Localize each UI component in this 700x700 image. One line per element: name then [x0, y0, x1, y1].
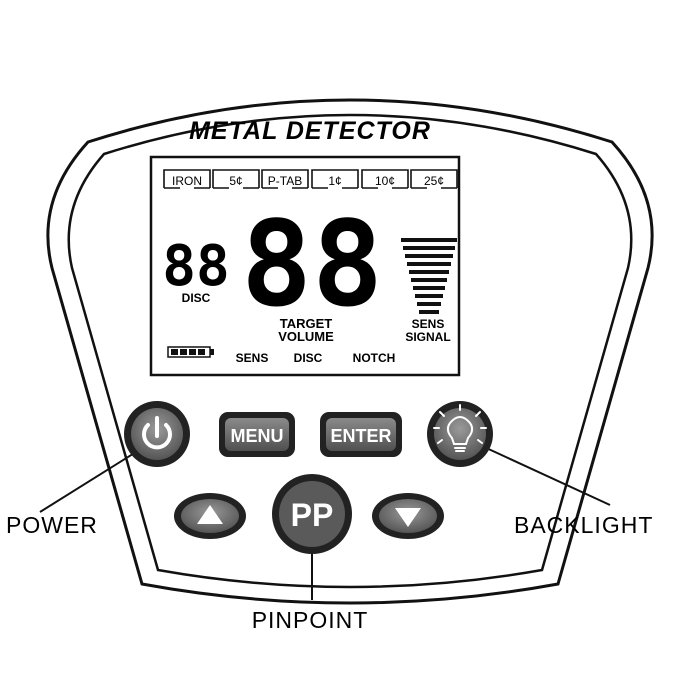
up-button[interactable]	[174, 493, 246, 539]
target-label: 5¢	[229, 174, 242, 188]
target-box-ptab: P-TAB	[261, 169, 309, 189]
sens-label: SENS	[412, 317, 445, 331]
power-button[interactable]	[124, 401, 190, 467]
down-button[interactable]	[372, 493, 444, 539]
housing-outline	[46, 98, 654, 605]
mode-disc-label: DISC	[294, 351, 323, 365]
backlight-button[interactable]	[427, 401, 493, 467]
callout-pinpoint: PINPOINT	[252, 607, 369, 633]
target-box-1c: 1¢	[311, 169, 359, 189]
triangle-up-icon	[197, 505, 223, 524]
pinpoint-button-label: PP	[291, 497, 334, 533]
target-box-iron: IRON	[163, 169, 211, 189]
callout-backlight: BACKLIGHT	[514, 512, 653, 538]
enter-button-label: ENTER	[330, 426, 391, 446]
disc-label: DISC	[182, 291, 211, 305]
target-label: IRON	[172, 174, 202, 188]
mode-notch-label: NOTCH	[353, 351, 396, 365]
main-digits: 88	[241, 195, 383, 333]
target-box-5c: 5¢	[212, 169, 260, 189]
target-label: 25¢	[424, 174, 444, 188]
target-label: 1¢	[328, 174, 341, 188]
pinpoint-button[interactable]: PP	[272, 474, 352, 554]
target-scale: IRON 5¢ P-TAB 1¢ 10¢ 25¢	[163, 169, 458, 189]
target-label-text: TARGET	[280, 316, 333, 331]
brand-title: METAL DETECTOR	[189, 117, 431, 145]
enter-button[interactable]: ENTER	[320, 412, 402, 457]
target-box-25c: 25¢	[410, 169, 458, 189]
menu-button[interactable]: MENU	[219, 412, 295, 457]
volume-label-text: VOLUME	[278, 329, 334, 344]
mode-sens-label: SENS	[236, 351, 269, 365]
lightbulb-icon	[433, 404, 487, 452]
power-icon	[142, 416, 172, 450]
triangle-down-icon	[395, 508, 421, 527]
target-label: P-TAB	[268, 174, 302, 188]
signal-label: SIGNAL	[405, 330, 450, 344]
menu-button-label: MENU	[231, 426, 284, 446]
signal-bars	[401, 238, 457, 314]
callout-power: POWER	[6, 512, 98, 538]
target-box-10c: 10¢	[361, 169, 409, 189]
disc-digits: 88	[162, 234, 229, 299]
target-label: 10¢	[375, 174, 395, 188]
battery-icon	[167, 346, 214, 358]
